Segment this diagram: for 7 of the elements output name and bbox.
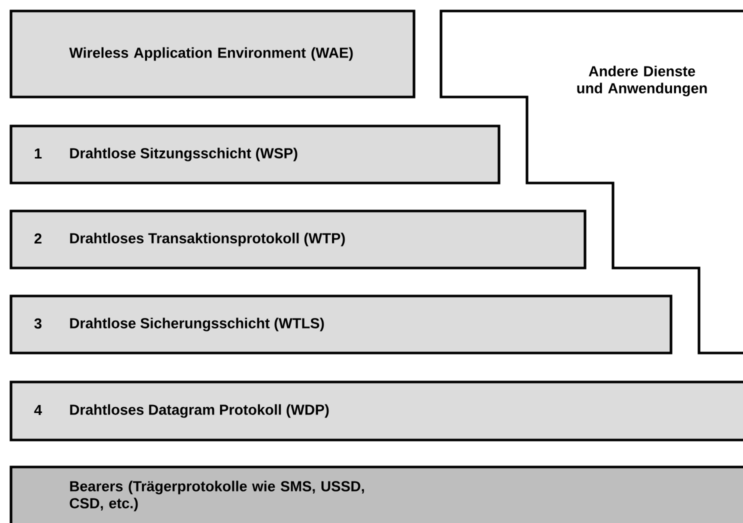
layer-box: Bearers (Trägerprotokolle wie SMS, USSD, CSD, etc.) bbox=[10, 466, 743, 523]
stepped-panel: Andere Dienste und Anwendungen bbox=[440, 10, 743, 354]
layer-box: 3 Drahtlose Sicherungsschicht (WTLS) bbox=[10, 294, 672, 354]
layer-box: 1 Drahtlose Sitzungsschicht (WSP) bbox=[10, 124, 500, 184]
layer-box: 2 Drahtloses Transaktionsprotokoll (WTP) bbox=[10, 210, 586, 270]
layer-box: Wireless Application Environment (WAE) bbox=[10, 10, 416, 98]
layer-box: 4 Drahtloses Datagram Protokoll (WDP) bbox=[10, 380, 743, 442]
